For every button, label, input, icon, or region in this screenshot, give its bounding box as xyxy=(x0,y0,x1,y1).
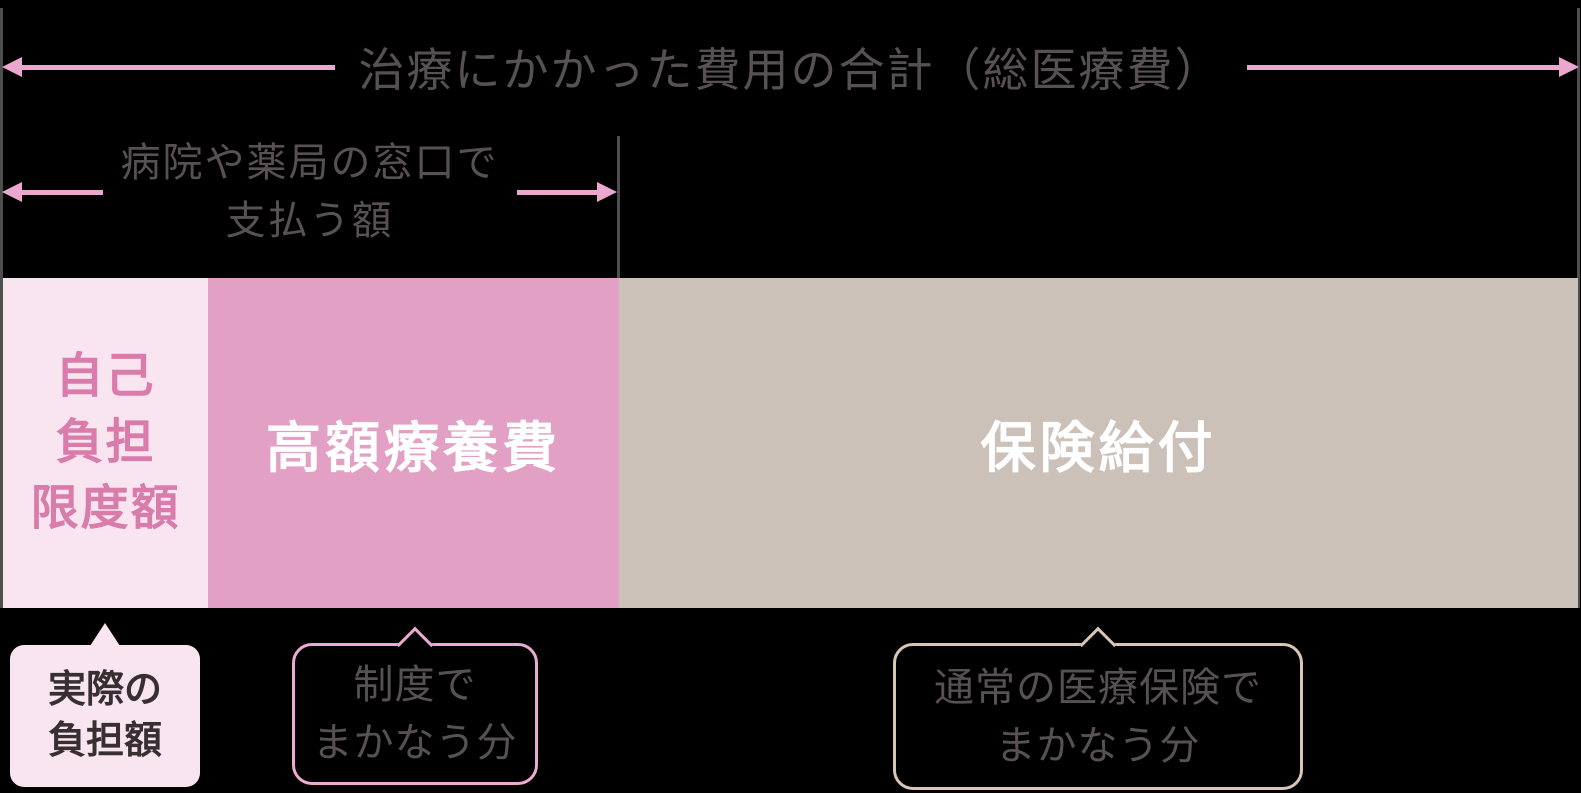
insurance-benefit-label: 保険給付 xyxy=(980,417,1217,479)
insurance-covered-line1: 通常の医療保険で xyxy=(934,665,1262,710)
self-pay-limit-line1: 自己 xyxy=(55,350,156,403)
system-covered-line2: まかなう分 xyxy=(312,721,518,765)
counter-payment-label: 病院や薬局の窓口で 支払う額 xyxy=(103,134,517,250)
callout-insurance-covered: 通常の医療保険で まかなう分 xyxy=(893,626,1303,790)
insurance-covered-line2: まかなう分 xyxy=(995,723,1201,768)
callout-actual-payment: 実際の 負担額 xyxy=(10,623,200,787)
arrow-line xyxy=(516,189,597,195)
arrow-line xyxy=(22,189,103,195)
arrow-left-head-icon xyxy=(2,57,22,77)
system-covered-line1: 制度で xyxy=(353,663,477,707)
actual-payment-line2: 負担額 xyxy=(47,720,162,762)
arrow-right-head-icon xyxy=(597,182,617,202)
block-high-cost-benefit: 高額療養費 xyxy=(208,278,619,608)
arrow-line xyxy=(1246,64,1559,70)
self-pay-limit-line3: 限度額 xyxy=(30,482,181,535)
counter-payment-dimension-arrow: 病院や薬局の窓口で 支払う額 xyxy=(2,126,617,258)
self-pay-limit-label: 自己 負担 限度額 xyxy=(30,344,180,542)
arrow-line xyxy=(22,64,335,70)
self-pay-limit-line2: 負担 xyxy=(55,416,156,469)
block-insurance-benefit: 保険給付 xyxy=(619,278,1578,608)
arrow-right-head-icon xyxy=(1559,57,1579,77)
total-cost-label: 治療にかかった費用の合計（総医療費） xyxy=(358,44,1223,96)
arrow-left-head-icon xyxy=(2,182,22,202)
cost-blocks-row: 自己 負担 限度額 高額療養費 保険給付 xyxy=(3,278,1578,608)
callout-system-covered: 制度で まかなう分 xyxy=(292,626,538,785)
actual-payment-line1: 実際の xyxy=(47,668,162,711)
middle-boundary-line xyxy=(617,136,620,278)
counter-payment-label-line1: 病院や薬局の窓口で xyxy=(120,141,499,185)
right-boundary-line xyxy=(1577,8,1580,608)
counter-payment-label-line2: 支払う額 xyxy=(225,199,394,243)
left-boundary-line xyxy=(0,8,3,608)
total-cost-dimension-arrow: 治療にかかった費用の合計（総医療費） xyxy=(2,38,1579,96)
block-self-pay-limit: 自己 負担 限度額 xyxy=(3,278,208,608)
callout-pointer-up-icon xyxy=(90,623,120,646)
high-cost-benefit-label: 高額療養費 xyxy=(265,417,561,479)
